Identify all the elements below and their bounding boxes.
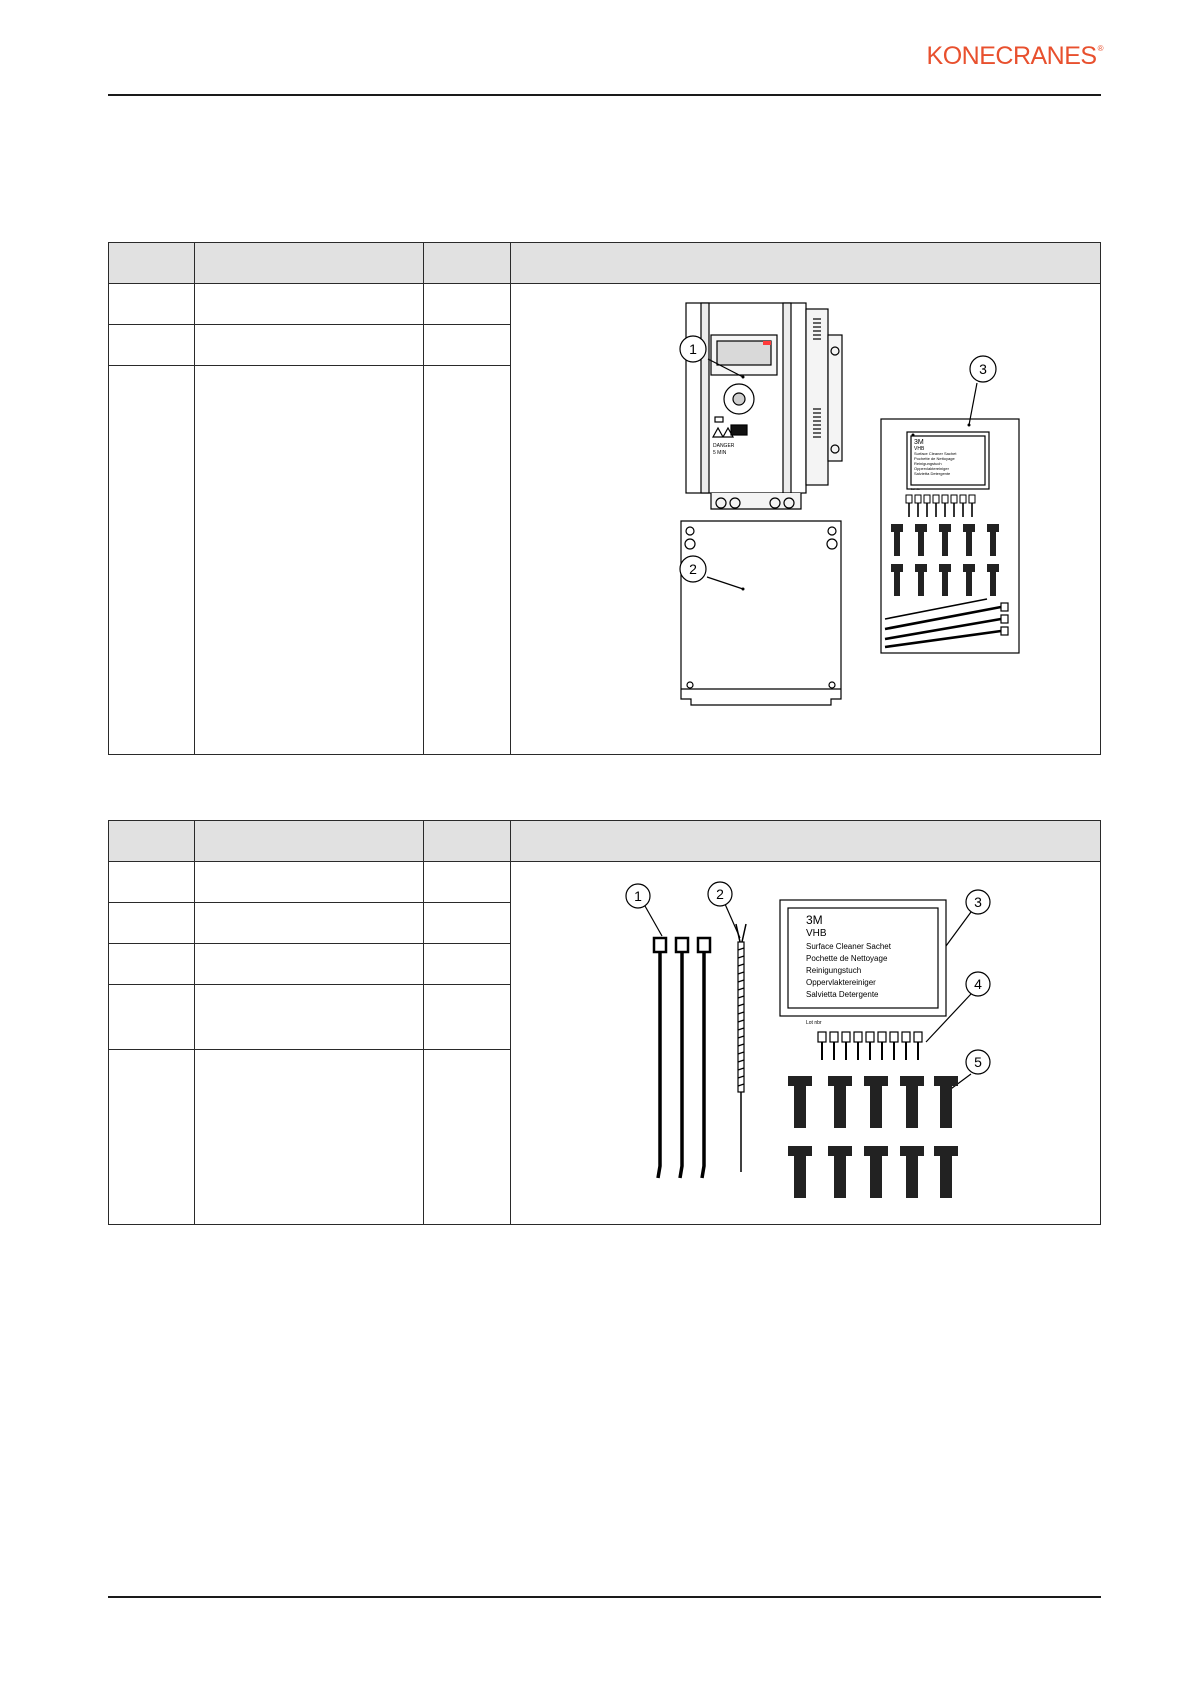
- svg-text:5 MIN: 5 MIN: [713, 450, 727, 456]
- footer-rule: [108, 1596, 1101, 1598]
- svg-text:Oppervlaktereiniger: Oppervlaktereiniger: [806, 978, 876, 987]
- table-row: [108, 984, 1101, 1050]
- svg-text:1: 1: [689, 341, 697, 357]
- header-cell: [194, 242, 424, 284]
- accessory-bag: [879, 418, 1020, 654]
- svg-text:DANGER: DANGER: [713, 443, 735, 449]
- cell: [108, 861, 195, 903]
- svg-text:4: 4: [974, 976, 982, 992]
- header-rule: [108, 94, 1101, 96]
- bolts: [787, 1075, 958, 1198]
- header-cell: [108, 242, 195, 284]
- callout-3: 3: [964, 888, 991, 915]
- cell: [423, 1049, 511, 1225]
- table-row: 3M VHB Surface Cleaner Sachet Pochette d…: [108, 861, 1101, 1225]
- beaded-tie: [734, 923, 747, 1172]
- svg-text:Oppervlaktereiniger: Oppervlaktereiniger: [914, 466, 950, 471]
- callout-5: 5: [964, 1048, 991, 1075]
- figure-cell: DANGER 5 MIN: [510, 283, 1101, 755]
- table-row: [108, 365, 1101, 755]
- svg-text:Lot nbr: Lot nbr: [806, 1020, 822, 1026]
- surface-cleaner-sachet: [778, 898, 947, 1017]
- svg-text:Surface Cleaner Sachet: Surface Cleaner Sachet: [806, 942, 892, 951]
- svg-text:VHB: VHB: [806, 928, 827, 939]
- svg-text:Lot nbr: Lot nbr: [911, 487, 920, 491]
- cell: [194, 365, 424, 755]
- cell: [194, 283, 424, 325]
- cell: [194, 324, 424, 366]
- header-cell: [510, 242, 1101, 284]
- cell: [108, 1049, 195, 1225]
- cell: [423, 902, 511, 944]
- cell: [194, 943, 424, 985]
- table-row: DANGER 5 MIN: [108, 283, 1101, 755]
- callout-1: 1: [678, 335, 707, 363]
- svg-text:3M: 3M: [914, 439, 924, 446]
- fastener-kit-figure: 3M VHB Surface Cleaner Sachet Pochette d…: [624, 880, 991, 1198]
- cell: [423, 984, 511, 1050]
- drive-unit: DANGER 5 MIN: [684, 302, 843, 510]
- cell: [423, 861, 511, 903]
- mounting-plate: [679, 520, 842, 706]
- cell: [423, 365, 511, 755]
- cell: [108, 365, 195, 755]
- callout-2: 2: [678, 555, 707, 583]
- svg-text:Pochette de Nettoyage: Pochette de Nettoyage: [914, 456, 955, 461]
- table-row: [108, 943, 1101, 985]
- konecranes-logo: KONECRANES®: [926, 42, 1104, 70]
- cell: [108, 324, 195, 366]
- parts-table-1: DANGER 5 MIN: [108, 242, 1101, 755]
- table-header-row: [108, 242, 1101, 284]
- svg-text:2: 2: [716, 886, 724, 902]
- svg-text:3: 3: [979, 361, 987, 377]
- svg-text:Salvietta Detergente: Salvietta Detergente: [914, 471, 951, 476]
- header-cell: [510, 820, 1101, 862]
- callout-2: 2: [706, 880, 733, 907]
- table-header-row: [108, 820, 1101, 862]
- table-row: [108, 1049, 1101, 1225]
- cell: [423, 283, 511, 325]
- callout-4: 4: [964, 970, 991, 997]
- cell: [108, 984, 195, 1050]
- cell: [423, 324, 511, 366]
- cable-lugs: [816, 1030, 923, 1043]
- cell: [194, 984, 424, 1050]
- svg-text:5: 5: [974, 1054, 982, 1070]
- cell: [108, 283, 195, 325]
- svg-text:2: 2: [689, 561, 697, 577]
- svg-text:3M: 3M: [806, 913, 823, 927]
- header-cell: [423, 242, 511, 284]
- svg-text:1: 1: [634, 888, 642, 904]
- cell: [108, 943, 195, 985]
- cell: [423, 943, 511, 985]
- cell: [194, 1049, 424, 1225]
- svg-text:Reinigungstuch: Reinigungstuch: [914, 461, 942, 466]
- header-cell: [194, 820, 424, 862]
- parts-table-2: 3M VHB Surface Cleaner Sachet Pochette d…: [108, 820, 1101, 1225]
- svg-text:Salvietta Detergente: Salvietta Detergente: [806, 990, 879, 999]
- svg-text:Surface Cleaner Sachet: Surface Cleaner Sachet: [914, 451, 957, 456]
- svg-text:VHB: VHB: [914, 446, 925, 452]
- cable-ties: [652, 936, 711, 1178]
- callout-3: 3: [968, 355, 997, 383]
- figure-cell: 3M VHB Surface Cleaner Sachet Pochette d…: [510, 861, 1101, 1225]
- inverter-kit-figure: DANGER 5 MIN: [678, 302, 1020, 706]
- svg-text:Pochette de Nettoyage: Pochette de Nettoyage: [806, 954, 888, 963]
- header-cell: [423, 820, 511, 862]
- header-cell: [108, 820, 195, 862]
- cell: [194, 861, 424, 903]
- callout-1: 1: [624, 882, 651, 909]
- cell: [108, 902, 195, 944]
- cell: [194, 902, 424, 944]
- svg-text:Reinigungstuch: Reinigungstuch: [806, 966, 861, 975]
- svg-text:3: 3: [974, 894, 982, 910]
